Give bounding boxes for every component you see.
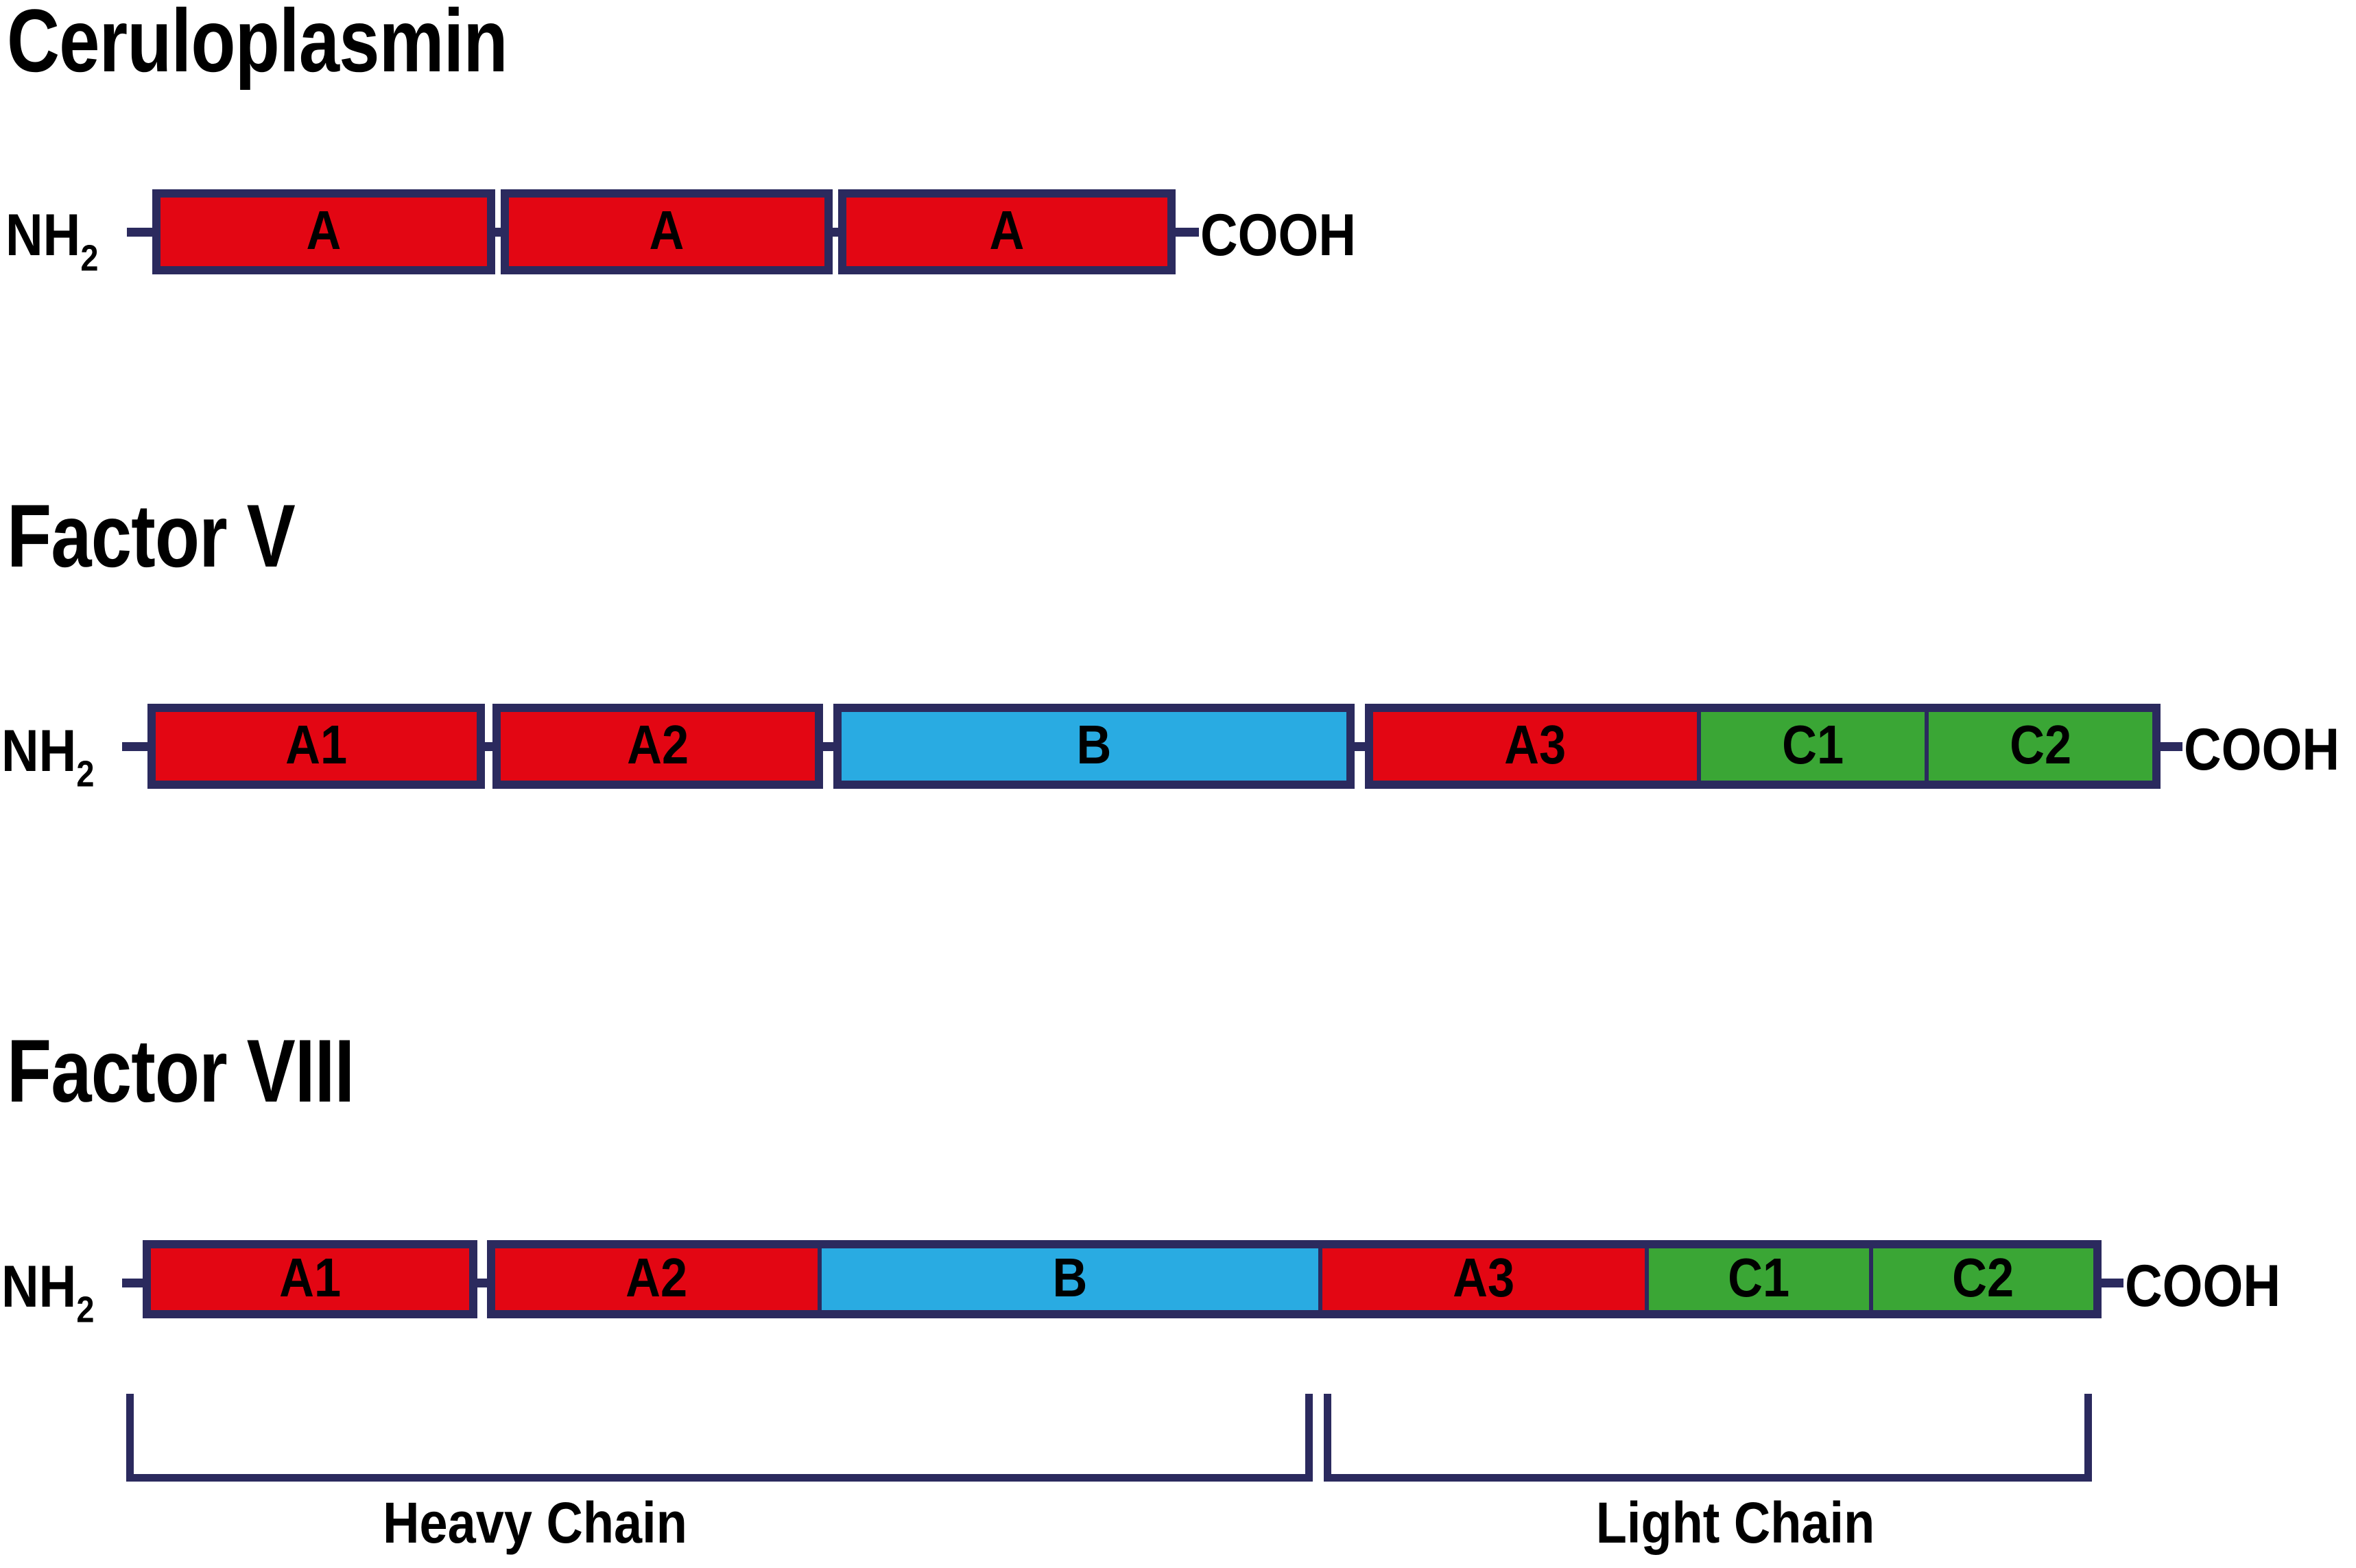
bracket-stem-left xyxy=(1324,1394,1331,1482)
domain-label: C2 xyxy=(1952,1247,2014,1308)
domain-label: C1 xyxy=(1728,1247,1790,1308)
light-chain-bracket xyxy=(1324,1394,2092,1482)
domain-group-factor-v-3: B xyxy=(833,704,1355,789)
domain-group-factor-v-4: A3 C1 C2 xyxy=(1365,704,2161,789)
protein-title-factor-viii: Factor VIII xyxy=(7,1021,355,1121)
bracket-stem-right xyxy=(1305,1394,1313,1482)
domain-group-factor-viii-1: A1 xyxy=(143,1240,477,1318)
n-terminus-text: NH xyxy=(1,1254,77,1320)
domain-box-a3: A3 xyxy=(1373,712,1701,781)
domain-connector-factor-viii-1-2 xyxy=(473,1279,491,1287)
n-terminus-subscript: 2 xyxy=(76,754,95,795)
n-terminus-subscript: 2 xyxy=(76,1290,95,1331)
domain-label: A2 xyxy=(626,714,689,775)
n-terminus-text: NH xyxy=(5,202,81,268)
n-terminus-text: NH xyxy=(1,718,77,784)
bracket-stem-right xyxy=(2084,1394,2092,1482)
bracket-bar xyxy=(1324,1474,2092,1482)
n-terminus-connector-ceruloplasmin xyxy=(127,228,156,237)
c-terminus-connector-factor-viii xyxy=(2096,1279,2123,1287)
domain-box-b: B xyxy=(842,712,1346,781)
domain-group-factor-viii-2: A2 B A3 C1 C2 xyxy=(487,1240,2102,1318)
n-terminus-subscript: 2 xyxy=(80,238,99,279)
domain-label: A xyxy=(989,200,1025,261)
c-terminus-label-factor-v: COOH xyxy=(2184,717,2340,783)
domain-label: A1 xyxy=(285,714,347,775)
domain-box-a: A xyxy=(160,198,487,266)
domain-label: C1 xyxy=(1781,714,1844,775)
domain-box-a3: A3 xyxy=(1322,1248,1649,1310)
domain-label: A1 xyxy=(278,1247,341,1308)
domain-group-factor-v-2: A2 xyxy=(492,704,823,789)
domain-group-ceruloplasmin-3: A xyxy=(838,189,1176,274)
domain-box-a2: A2 xyxy=(495,1248,822,1310)
domain-box-b: B xyxy=(822,1248,1322,1310)
protein-title-ceruloplasmin: Ceruloplasmin xyxy=(7,0,508,91)
domain-label: A3 xyxy=(1503,714,1566,775)
domain-box-c1: C1 xyxy=(1649,1248,1873,1310)
domain-label: A xyxy=(649,200,685,261)
domain-box-c1: C1 xyxy=(1701,712,1929,781)
bracket-bar xyxy=(126,1474,1313,1482)
n-terminus-label-factor-viii: NH2 xyxy=(1,1257,94,1329)
domain-group-ceruloplasmin-2: A xyxy=(501,189,833,274)
domain-box-a: A xyxy=(846,198,1167,266)
n-terminus-connector-factor-viii xyxy=(122,1279,147,1287)
domain-label: A3 xyxy=(1452,1247,1514,1308)
domain-box-c2: C2 xyxy=(1873,1248,2093,1310)
protein-title-factor-v: Factor V xyxy=(7,486,296,586)
heavy-chain-label: Heavy Chain xyxy=(383,1490,687,1555)
heavy-chain-bracket xyxy=(126,1394,1313,1482)
n-terminus-label-factor-v: NH2 xyxy=(1,722,94,793)
c-terminus-label-ceruloplasmin: COOH xyxy=(1200,202,1357,268)
domain-label: A2 xyxy=(625,1247,687,1308)
c-terminus-label-factor-viii: COOH xyxy=(2125,1253,2281,1319)
domain-label: A xyxy=(306,200,342,261)
domain-box-a1: A1 xyxy=(151,1248,469,1310)
domain-box-c2: C2 xyxy=(1929,712,2152,781)
c-terminus-connector-factor-v xyxy=(2155,742,2182,751)
domain-box-a1: A1 xyxy=(156,712,477,781)
domain-label: B xyxy=(1076,714,1112,775)
domain-group-ceruloplasmin-1: A xyxy=(152,189,495,274)
domain-box-a2: A2 xyxy=(501,712,815,781)
domain-group-factor-v-1: A1 xyxy=(147,704,485,789)
c-terminus-connector-ceruloplasmin xyxy=(1170,228,1199,237)
domain-box-a: A xyxy=(509,198,824,266)
domain-label: C2 xyxy=(2009,714,2071,775)
n-terminus-label-ceruloplasmin: NH2 xyxy=(5,206,98,277)
domain-label: B xyxy=(1052,1247,1088,1308)
bracket-stem-left xyxy=(126,1394,134,1482)
light-chain-label: Light Chain xyxy=(1595,1490,1875,1555)
n-terminus-connector-factor-v xyxy=(122,742,151,751)
